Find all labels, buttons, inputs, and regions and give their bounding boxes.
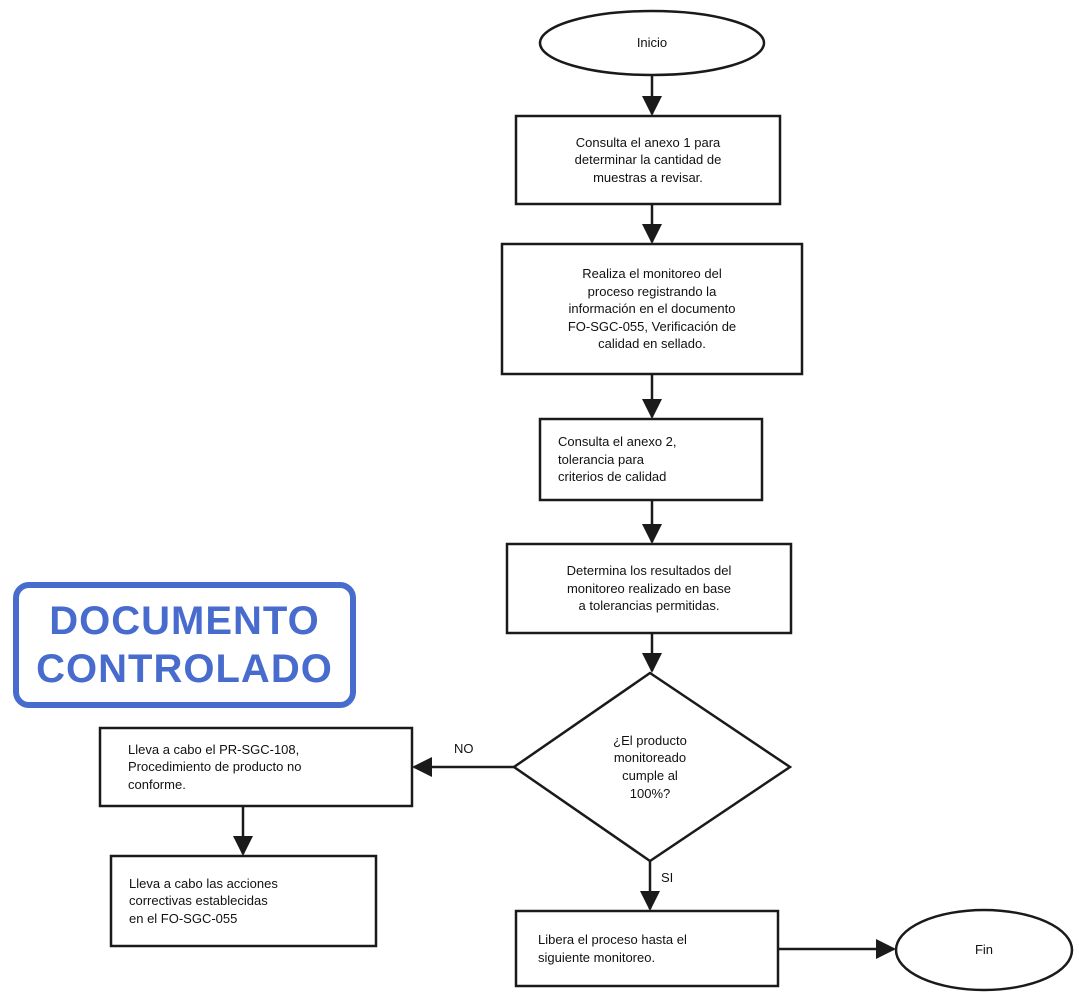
no-step1-node: Lleva a cabo el PR-SGC-108, Procedimient… [104,730,408,804]
step4-node-label: Determina los resultados del monitoreo r… [566,563,732,614]
start-node-label: Inicio [636,35,668,51]
release-box [514,909,780,988]
end-node-label: Fin [974,942,994,958]
step1-node: Consulta el anexo 1 para determinar la c… [520,118,776,202]
end-node: Fin [900,932,1068,968]
edge-label-no: NO [454,741,474,756]
no-step2-node: Lleva a cabo las acciones correctivas es… [115,858,372,944]
decision-node: ¿El producto monitoreado cumple al 100%? [570,715,730,819]
decision-node-label: ¿El producto monitoreado cumple al 100%? [613,732,687,801]
step3-node: Consulta el anexo 2, tolerancia para cri… [544,421,760,498]
end-ellipse [894,908,1074,992]
release-node: Libera el proceso hasta el siguiente mon… [520,913,774,984]
start-node: Inicio [560,25,744,61]
no-step1-box [98,726,414,808]
step1-node-label: Consulta el anexo 1 para determinar la c… [574,134,722,185]
step1-box [514,114,782,206]
stamp-line1: DOCUMENTO [49,599,320,643]
step3-box [538,417,764,502]
step2-box [500,242,804,376]
stamp-line2: CONTROLADO [36,647,333,691]
step2-node-label: Realiza el monitoreo del proceso registr… [567,266,737,352]
step4-box [505,542,793,635]
controlled-document-stamp: DOCUMENTO CONTROLADO [13,582,356,708]
step3-node-label: Consulta el anexo 2, tolerancia para cri… [558,434,677,485]
no-step2-box [109,854,378,948]
no-step2-node-label: Lleva a cabo las acciones correctivas es… [129,875,278,926]
edge-label-si: SI [661,870,674,885]
step2-node: Realiza el monitoreo del proceso registr… [506,246,798,372]
step4-node: Determina los resultados del monitoreo r… [511,546,787,631]
release-node-label: Libera el proceso hasta el siguiente mon… [538,931,687,965]
no-step1-node-label: Lleva a cabo el PR-SGC-108, Procedimient… [128,741,302,792]
